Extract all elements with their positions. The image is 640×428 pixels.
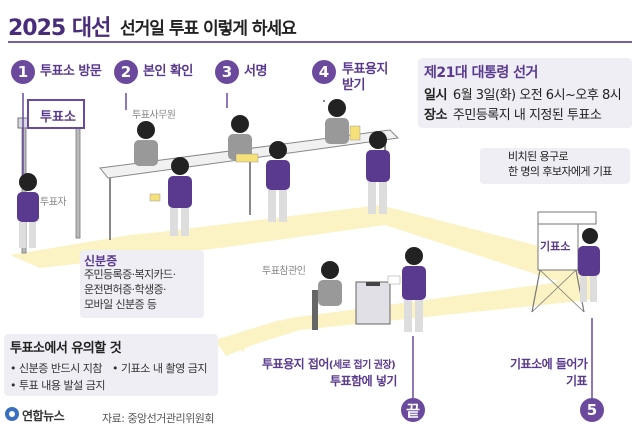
election-title: 제21대 대통령 선거 [424,65,538,81]
page-subtitle: 선거일 투표 이렇게 하세요 [120,19,297,39]
election-date-value: 6월 3일(화) 오전 6시~오후 8시 [452,88,622,103]
ballot-box [355,281,391,325]
voting-booth [531,211,600,313]
source-credit: 자료: 중앙선거관리위원회 [102,412,215,425]
voter-figure-casting [387,247,426,332]
step-4-number: 4 [312,60,336,84]
step-3-number: 3 [215,60,239,84]
election-place-key: 장소 [424,108,447,123]
election-place-row: 장소 주민등록지 내 지정된 투표소 [424,104,602,123]
yonhap-logo: 연합뉴스 [22,409,65,423]
voting-booth-sign: 기표소 [540,240,571,253]
caution-box [4,334,218,396]
id-info-line: 모바일 신분증 등 [84,298,157,311]
staff-figure-1 [134,121,158,166]
voter-figure-sign [266,141,290,222]
step-end-number: 끝 [401,398,425,422]
staff-figure-2 [228,115,259,163]
step-end-label-main: 투표용지 접어 [262,357,329,371]
step-1-label: 투표소 방문 [40,64,102,79]
caution-title: 투표소에서 유의할 것 [10,341,122,356]
yonhap-logo-icon [5,407,19,421]
polling-station-gate [17,99,85,254]
voter-figure [17,173,39,248]
step-3-label: 서명 [244,64,267,79]
step-end-label-line1: 투표용지 접어(세로 접기 권장) [262,356,396,374]
office-staff-label: 투표사무원 [132,110,176,121]
id-info-box [80,250,204,318]
step-4-label-line2: 받기 [342,78,365,93]
caution-item: • 기표소 내 촬영 금지 [112,362,207,375]
voter-figure-ballot [366,131,390,214]
caution-item: • 투표 내용 발설 금지 [10,379,105,392]
id-info-line: 운전면허증·학생증· [84,283,167,296]
voter-figure-id [149,157,192,236]
step-end-label-note: (세로 접기 권장) [328,360,396,371]
caution-item: • 신분증 반드시 지참 [10,362,102,375]
step-5-label-line1: 기표소에 들어가 [510,357,588,371]
step-5-number: 5 [580,398,604,422]
stamp-note-line2: 한 명의 후보자에게 기표 [508,165,612,178]
step-4-label-line1: 투표용지 [342,62,388,77]
id-info-line: 주민등록증·복지카드· [84,268,176,281]
stamp-note-line1: 비치된 용구로 [508,150,569,163]
election-date-row: 일시 6월 3일(화) 오전 6시~오후 8시 [424,84,622,103]
step-2-number: 2 [114,60,138,84]
step-2-label: 본인 확인 [143,64,193,79]
step-1-number: 1 [11,60,35,84]
id-info-title: 신분증 [84,254,118,268]
observer-label: 투표참관인 [262,266,306,277]
stamp-note-box [480,148,630,184]
step-end-label-line2: 투표함에 넣기 [330,374,397,388]
voter-label: 투표자 [40,197,67,208]
polling-station-sign: 투표소 [40,110,76,125]
election-date-key: 일시 [424,88,447,103]
step-5-label-line2: 기표 [566,374,588,388]
observer-figure [312,261,342,330]
staff-figure-3 [325,99,361,144]
election-info-box [418,58,632,128]
page-title: 2025 대선 [8,16,111,41]
election-place-value: 주민등록지 내 지정된 투표소 [452,108,602,123]
